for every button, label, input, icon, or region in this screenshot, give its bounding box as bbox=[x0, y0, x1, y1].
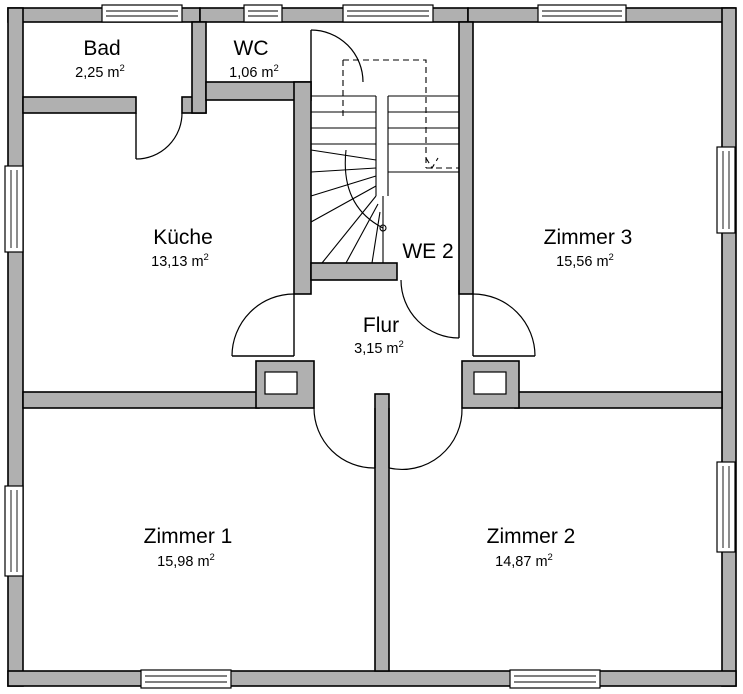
wall-zimmer1-zimmer2 bbox=[374, 393, 390, 672]
wall-exterior-right bbox=[721, 7, 737, 687]
door-bad bbox=[135, 112, 183, 160]
room-name-zimmer3: Zimmer 3 bbox=[544, 226, 633, 249]
room-area-kueche: 13,13 m2 bbox=[151, 252, 209, 270]
pillar-left-cavity bbox=[264, 371, 298, 395]
room-name-wc: WC bbox=[234, 37, 269, 60]
wall-bad-wc bbox=[191, 21, 207, 114]
window-stairwell bbox=[342, 4, 434, 23]
room-name-zimmer2: Zimmer 2 bbox=[487, 525, 576, 548]
door-zimmer1 bbox=[313, 407, 376, 469]
wall-exterior-left bbox=[7, 7, 24, 687]
room-labels: Bad 2,25 m2 WC 1,06 m2 Küche 13,13 m2 Zi… bbox=[75, 37, 632, 570]
door-wc bbox=[310, 29, 364, 83]
room-area-zimmer3: 15,56 m2 bbox=[556, 252, 614, 270]
room-name-bad: Bad bbox=[83, 37, 120, 60]
door-zimmer2 bbox=[388, 407, 463, 471]
room-area-bad: 2,25 m2 bbox=[75, 63, 125, 81]
window-zimmer1-bottom bbox=[140, 669, 232, 689]
window-wc bbox=[243, 4, 283, 23]
door-zimmer3 bbox=[472, 293, 536, 357]
window-zimmer1-left bbox=[4, 485, 24, 577]
room-name-zimmer1: Zimmer 1 bbox=[144, 525, 233, 548]
wall-exterior-bottom bbox=[7, 670, 737, 687]
wall-stair-right bbox=[458, 21, 474, 295]
wall-zimmer3-bottom bbox=[514, 391, 723, 409]
room-area-zimmer2: 14,87 m2 bbox=[495, 552, 553, 570]
wall-stair-left bbox=[293, 81, 312, 295]
window-bad bbox=[101, 4, 183, 23]
staircase bbox=[310, 59, 459, 264]
window-zimmer3-top bbox=[537, 4, 627, 23]
windows bbox=[4, 4, 736, 689]
window-zimmer3-right bbox=[716, 146, 736, 234]
door-apartment-entrance bbox=[400, 279, 460, 339]
door-kueche bbox=[231, 293, 295, 357]
room-name-flur: Flur bbox=[363, 314, 399, 337]
room-area-zimmer1: 15,98 m2 bbox=[157, 552, 215, 570]
wall-stair-bottom bbox=[310, 262, 398, 281]
pillar-right-cavity bbox=[473, 371, 507, 395]
room-name-kueche: Küche bbox=[153, 226, 213, 249]
doors bbox=[135, 29, 536, 471]
window-kueche bbox=[4, 165, 24, 253]
room-area-wc: 1,06 m2 bbox=[229, 63, 279, 81]
wall-kitchen-bottom bbox=[22, 391, 260, 409]
wall-bad-bottom bbox=[22, 96, 137, 114]
window-zimmer2-right bbox=[716, 461, 736, 553]
apartment-label: WE 2 bbox=[402, 240, 453, 263]
window-zimmer2-bottom bbox=[509, 669, 601, 689]
room-area-flur: 3,15 m2 bbox=[354, 339, 404, 357]
